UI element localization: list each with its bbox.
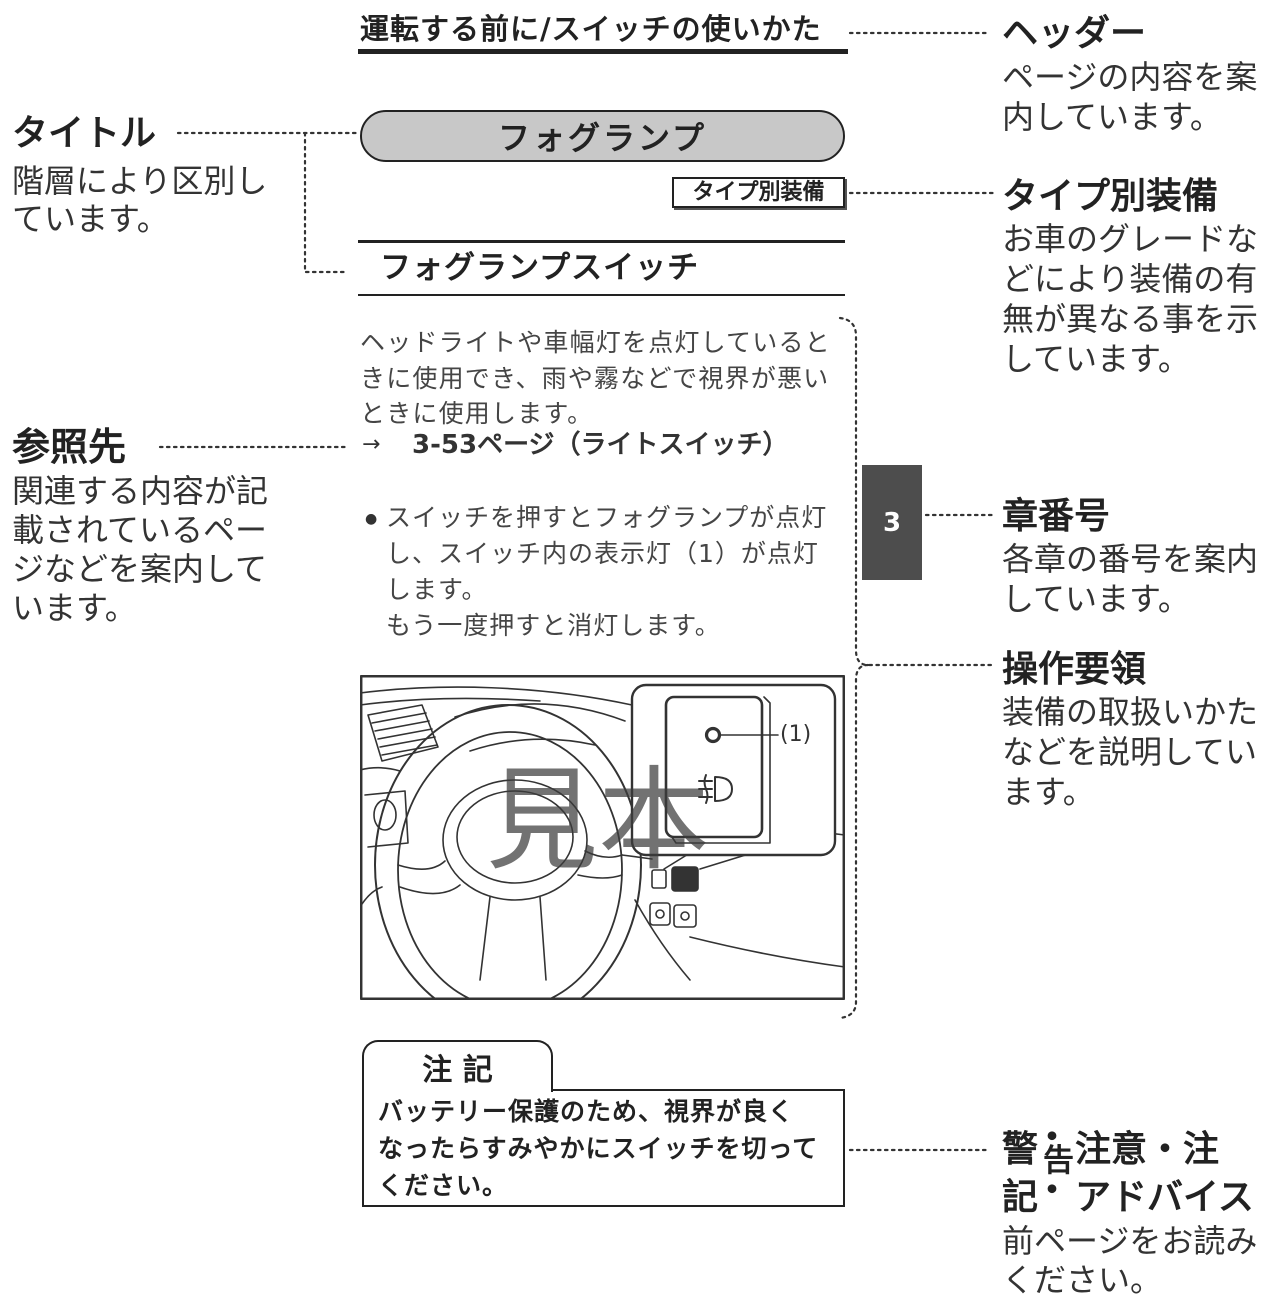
chapter-tab: 3 (862, 465, 922, 580)
annotation-chapter-desc: 各章の番号を案内 (1002, 540, 1259, 578)
annotation-title-desc: ています。 (12, 200, 169, 238)
bullet-line: し、スイッチ内の表示灯（1）が点灯 (386, 539, 819, 568)
chapter-number: 3 (882, 507, 902, 538)
indicator-lamp-icon (704, 726, 722, 744)
bullet-line: もう一度押すと消灯します。 (386, 611, 721, 640)
note-tab: 注 記 (362, 1040, 553, 1092)
annotation-operation-desc: 装備の取扱いかた (1002, 693, 1259, 731)
annotation-type-desc: お車のグレードな (1002, 220, 1259, 258)
annotation-warning-desc: ください。 (1002, 1261, 1163, 1299)
annotation-title-label: タイトル (12, 113, 157, 154)
switch-cluster (621, 854, 699, 928)
title-pill-text: フォグランプ (497, 119, 708, 157)
annotation-warning-desc: 前ページをお読み (1002, 1222, 1258, 1260)
annotation-warning-dot: ・ (1034, 1117, 1071, 1158)
connector-title (176, 131, 358, 274)
annotation-reference-desc: 関連する内容が記 (12, 472, 269, 510)
title-pill: フォグランプ (360, 110, 845, 162)
fog-lamp-icon (698, 774, 733, 804)
body-line: きに使用でき、雨や霧などで視界が悪い (360, 364, 830, 393)
fog-switch (664, 695, 764, 839)
callout-box (630, 683, 837, 857)
annotation-warning-label-c: 記 (1002, 1177, 1039, 1218)
annotation-chapter-desc: しています。 (1002, 580, 1190, 618)
annotation-warning-label-b: 注意・注 (1075, 1129, 1220, 1170)
bullet-line: スイッチを押すとフォグランプが点灯 (386, 503, 828, 532)
annotation-operation-desc: ます。 (1002, 773, 1095, 811)
annotation-header-desc: 内しています。 (1002, 98, 1222, 136)
annotation-header-label: ヘッダー (1002, 13, 1147, 54)
annotation-chapter-label: 章番号 (1002, 496, 1111, 537)
air-vent-icon (367, 704, 439, 762)
sample-watermark: 見本 (486, 756, 710, 886)
note-line: ください。 (378, 1171, 509, 1200)
fog-switch-illustration (360, 675, 845, 1000)
annotation-header-desc: ページの内容を案 (1002, 58, 1258, 96)
body-line: ときに使用します。 (360, 399, 594, 428)
note-line: なったらすみやかにスイッチを切って (378, 1134, 819, 1163)
connector-operation-bracket (838, 316, 997, 1020)
annotation-type-desc: 無が異なる事を示 (1002, 300, 1259, 338)
note-line: バッテリー保護のため、視界が良く (378, 1097, 795, 1126)
annotation-reference-desc: ジなどを案内して (12, 550, 268, 588)
bullet-line: します。 (386, 575, 488, 604)
page-header: 運転する前に/スイッチの使いかた (360, 12, 822, 46)
steering-wheel-icon (374, 704, 642, 1000)
annotation-reference-desc: います。 (12, 589, 137, 627)
body-line: ヘッドライトや車幅灯を点灯していると (360, 328, 831, 357)
section-rule-bottom (358, 294, 845, 296)
annotation-type-desc: どにより装備の有 (1002, 260, 1258, 298)
bullet-icon: ● (365, 511, 378, 527)
note-box (362, 1089, 845, 1207)
reference-link-text: 3-53ページ（ライトスイッチ） (412, 430, 789, 460)
reference-arrow-icon: → (362, 432, 381, 457)
annotation-type-desc: しています。 (1002, 340, 1190, 378)
annotation-type-label: タイプ別装備 (1002, 176, 1219, 217)
note-tab-label: 注 記 (422, 1053, 493, 1088)
annotation-reference-label: 参照先 (12, 425, 127, 469)
section-title: フォグランプスイッチ (380, 250, 700, 286)
section-rule-top (358, 240, 845, 243)
annotation-reference-desc: 載されているペー (12, 511, 268, 549)
header-rule (358, 49, 848, 54)
annotation-warning-dot: ・ (1034, 1170, 1071, 1211)
indicator-label: (1) (780, 722, 812, 747)
type-badge: タイプ別装備 (672, 177, 845, 208)
annotation-operation-label: 操作要領 (1002, 649, 1147, 690)
annotation-warning-label-d: アドバイス (1075, 1177, 1254, 1218)
annotation-operation-desc: などを説明してい (1002, 733, 1258, 771)
annotation-warning-label-a: 警 (1002, 1129, 1039, 1170)
annotation-title-desc: 階層により区別し (12, 162, 268, 200)
annotation-warning-label-overlap: 告 (1043, 1143, 1074, 1179)
